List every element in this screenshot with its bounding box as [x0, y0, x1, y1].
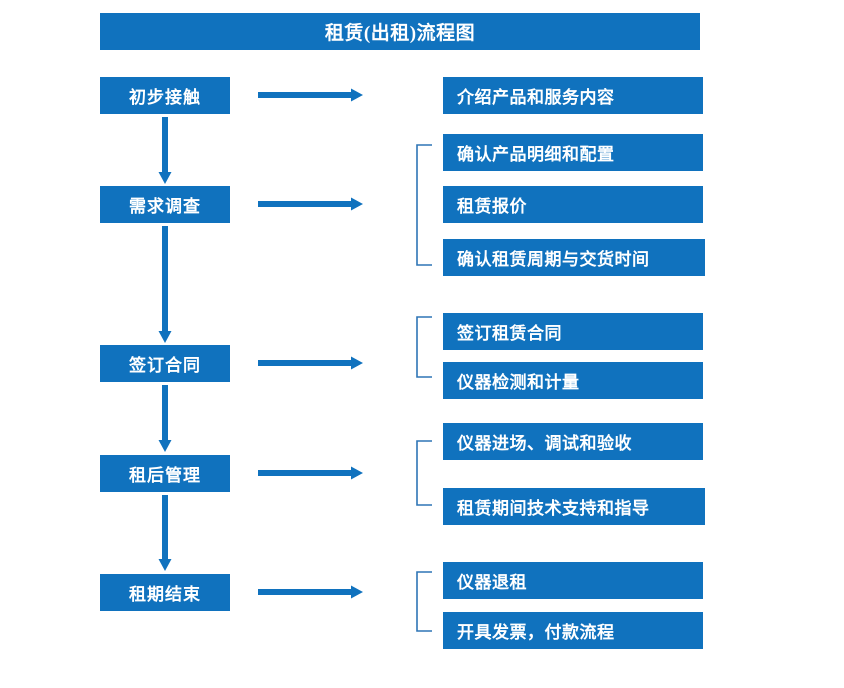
right-arrow-icon-3 — [258, 356, 364, 370]
page-title: 租赁(出租)流程图 — [100, 13, 700, 50]
detail-box-4-1[interactable]: 仪器进场、调试和验收 — [443, 423, 703, 460]
detail-box-4-2[interactable]: 租赁期间技术支持和指导 — [443, 488, 705, 525]
detail-box-2-2[interactable]: 租赁报价 — [443, 186, 703, 223]
right-arrow-icon-5 — [258, 585, 364, 599]
detail-box-2-1[interactable]: 确认产品明细和配置 — [443, 134, 703, 171]
detail-box-2-3[interactable]: 确认租赁周期与交货时间 — [443, 239, 705, 276]
stage-box-5[interactable]: 租期结束 — [100, 574, 230, 611]
right-arrow-icon-1 — [258, 88, 364, 102]
right-arrow-icon-2 — [258, 197, 364, 211]
stage-box-2[interactable]: 需求调查 — [100, 186, 230, 223]
detail-box-5-2[interactable]: 开具发票，付款流程 — [443, 612, 703, 649]
bracket-icon-5 — [415, 571, 433, 632]
detail-box-3-1[interactable]: 签订租赁合同 — [443, 313, 703, 350]
bracket-icon-4 — [415, 440, 433, 506]
detail-box-1-1[interactable]: 介绍产品和服务内容 — [443, 77, 703, 114]
down-arrow-icon-1 — [158, 117, 172, 185]
detail-box-5-1[interactable]: 仪器退租 — [443, 562, 703, 599]
right-arrow-icon-4 — [258, 466, 364, 480]
stage-box-3[interactable]: 签订合同 — [100, 345, 230, 382]
detail-box-3-2[interactable]: 仪器检测和计量 — [443, 362, 703, 399]
stage-box-1[interactable]: 初步接触 — [100, 77, 230, 114]
down-arrow-icon-3 — [158, 385, 172, 453]
bracket-icon-2 — [415, 144, 433, 266]
bracket-icon-3 — [415, 316, 433, 378]
stage-box-4[interactable]: 租后管理 — [100, 455, 230, 492]
down-arrow-icon-2 — [158, 226, 172, 344]
down-arrow-icon-4 — [158, 495, 172, 572]
